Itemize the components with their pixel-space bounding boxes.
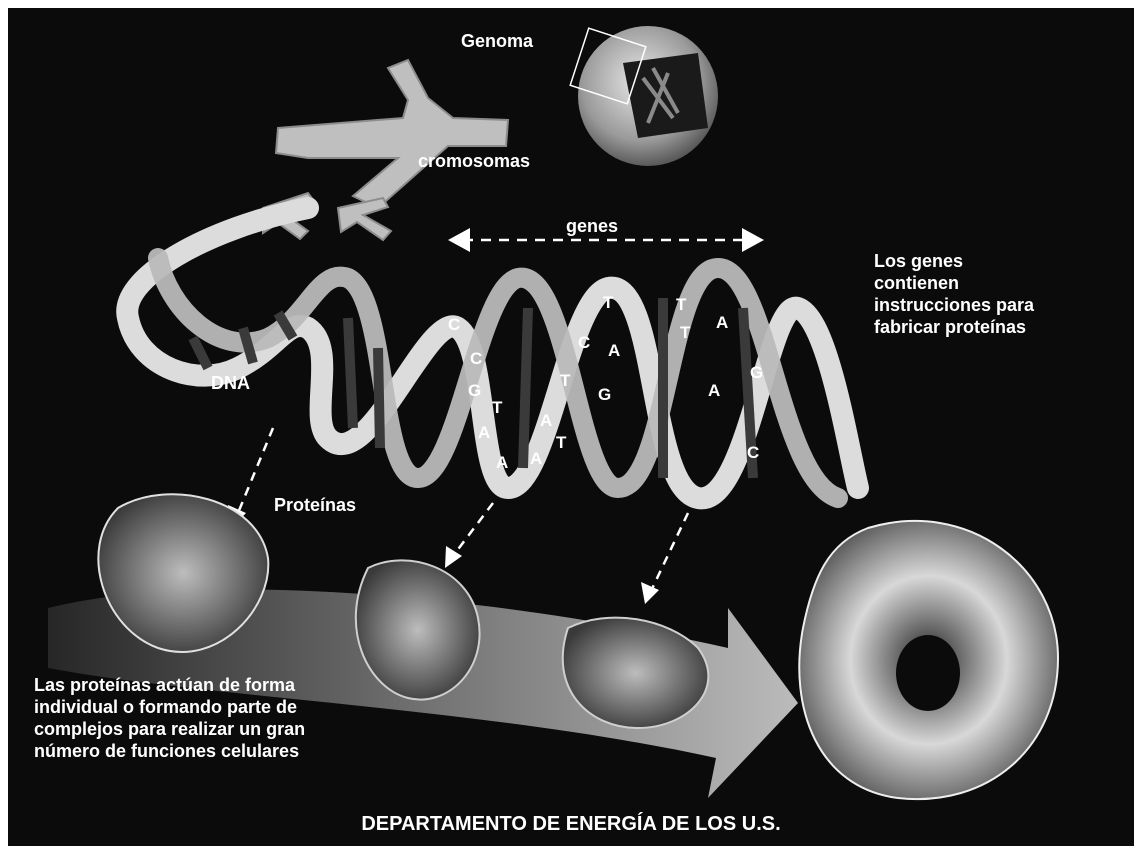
protein-arrow-3 <box>641 513 688 604</box>
dna-base-letter: T <box>676 295 687 314</box>
genes-note: Los genes contienen instrucciones para f… <box>874 250 1044 338</box>
genome-cell-icon <box>570 26 718 166</box>
dna-base-letter: A <box>716 313 728 332</box>
protein-complex <box>799 521 1058 799</box>
dna-base-letter: A <box>608 341 620 360</box>
proteins-label: Proteínas <box>274 494 356 516</box>
illustration-canvas: CCGTAAATTAGCATTATAGC <box>8 8 1134 846</box>
dna-base-letter: C <box>578 333 590 352</box>
chromosomes-label: cromosomas <box>418 150 530 172</box>
dna-base-letter: A <box>478 423 490 442</box>
dna-base-letter: C <box>448 315 460 334</box>
dna-base-letter: T <box>560 371 571 390</box>
dna-base-letter: A <box>530 449 542 468</box>
dna-label: DNA <box>211 372 250 394</box>
dna-base-letter: A <box>496 453 508 472</box>
genes-label: genes <box>566 215 618 237</box>
credit-text: DEPARTAMENTO DE ENERGÍA DE LOS U.S. <box>8 813 1134 836</box>
dna-base-letter: G <box>468 381 481 400</box>
genome-label: Genoma <box>461 30 533 52</box>
dna-base-letter: T <box>603 293 614 312</box>
dna-base-letter: T <box>680 323 691 342</box>
dna-base-letter: C <box>747 443 759 462</box>
dna-base-letter: G <box>598 385 611 404</box>
dna-base-letter: T <box>492 398 503 417</box>
dna-base-letter: A <box>708 381 720 400</box>
dna-base-letter: C <box>470 349 482 368</box>
dna-base-letter: G <box>750 363 763 382</box>
dna-base-letter: A <box>540 411 552 430</box>
protein-arrow-2 <box>445 503 493 568</box>
proteins-note: Las proteínas actúan de forma individual… <box>34 674 374 762</box>
dna-base-letter: T <box>556 433 567 452</box>
